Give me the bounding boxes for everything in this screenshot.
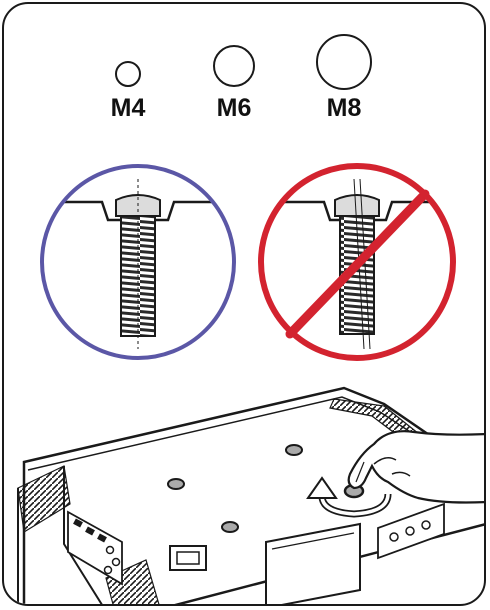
prohibition-slash	[285, 189, 430, 339]
connector-panel-right	[377, 502, 445, 560]
m6-size-circle	[213, 45, 255, 87]
correct-screw-panel	[40, 164, 236, 360]
left-vent	[17, 465, 71, 533]
mount-hole	[167, 478, 185, 490]
m4-label: M4	[111, 94, 146, 122]
tv-back-surface	[22, 386, 484, 604]
stand-block	[265, 522, 361, 604]
m4-size-circle	[115, 61, 141, 87]
m8-label: M8	[327, 94, 362, 122]
screw-head	[334, 194, 380, 217]
hand-icon	[347, 430, 484, 504]
m8-size-circle	[316, 34, 372, 90]
instruction-frame: M4 M6 M8	[2, 2, 486, 606]
correct-ring	[40, 164, 236, 360]
incorrect-screw-panel	[258, 163, 456, 361]
center-port	[169, 545, 207, 571]
rotate-arrow-icon	[306, 476, 392, 518]
screw-size-legend: M4 M6 M8	[111, 34, 372, 122]
bottom-vent	[105, 559, 160, 604]
mount-holes	[167, 444, 365, 533]
connector-panel-left	[67, 510, 123, 586]
mount-hole	[221, 521, 239, 533]
incorrect-ring	[258, 163, 456, 361]
mount-hole	[285, 444, 303, 456]
mounting-diagram: M4 M6 M8	[17, 34, 484, 604]
m6-label: M6	[217, 94, 252, 122]
tv-back-illustration	[17, 386, 484, 604]
